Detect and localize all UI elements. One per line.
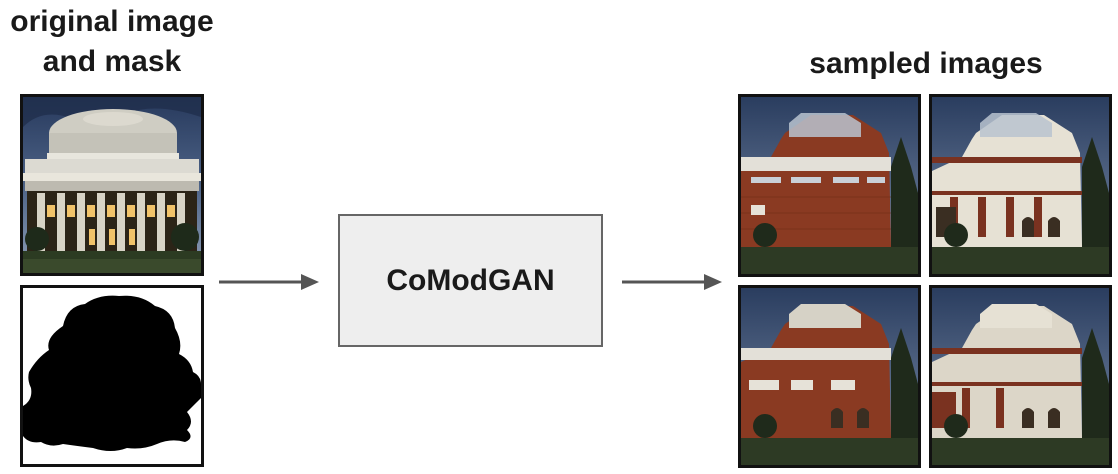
mask-graphic xyxy=(23,288,201,464)
sampled-image-2 xyxy=(929,94,1112,277)
sampled-image-3 xyxy=(738,285,921,468)
sampled-image-2-graphic xyxy=(932,97,1109,274)
output-title: sampled images xyxy=(809,47,1043,80)
input-title-line1: original image xyxy=(10,5,214,38)
original-image-graphic xyxy=(23,97,201,273)
original-image xyxy=(20,94,204,276)
sampled-image-4 xyxy=(929,285,1112,468)
output-arrow xyxy=(622,274,722,290)
sampled-image-3-graphic xyxy=(741,288,918,465)
model-box: CoModGAN xyxy=(338,214,603,347)
model-label: CoModGAN xyxy=(386,263,555,297)
mask-image xyxy=(20,285,204,467)
input-title-line2: and mask xyxy=(42,45,182,78)
sampled-image-1 xyxy=(738,94,921,277)
input-title: original image and mask xyxy=(0,2,224,82)
input-arrow xyxy=(219,274,319,290)
sampled-image-1-graphic xyxy=(741,97,918,274)
sampled-image-4-graphic xyxy=(932,288,1109,465)
